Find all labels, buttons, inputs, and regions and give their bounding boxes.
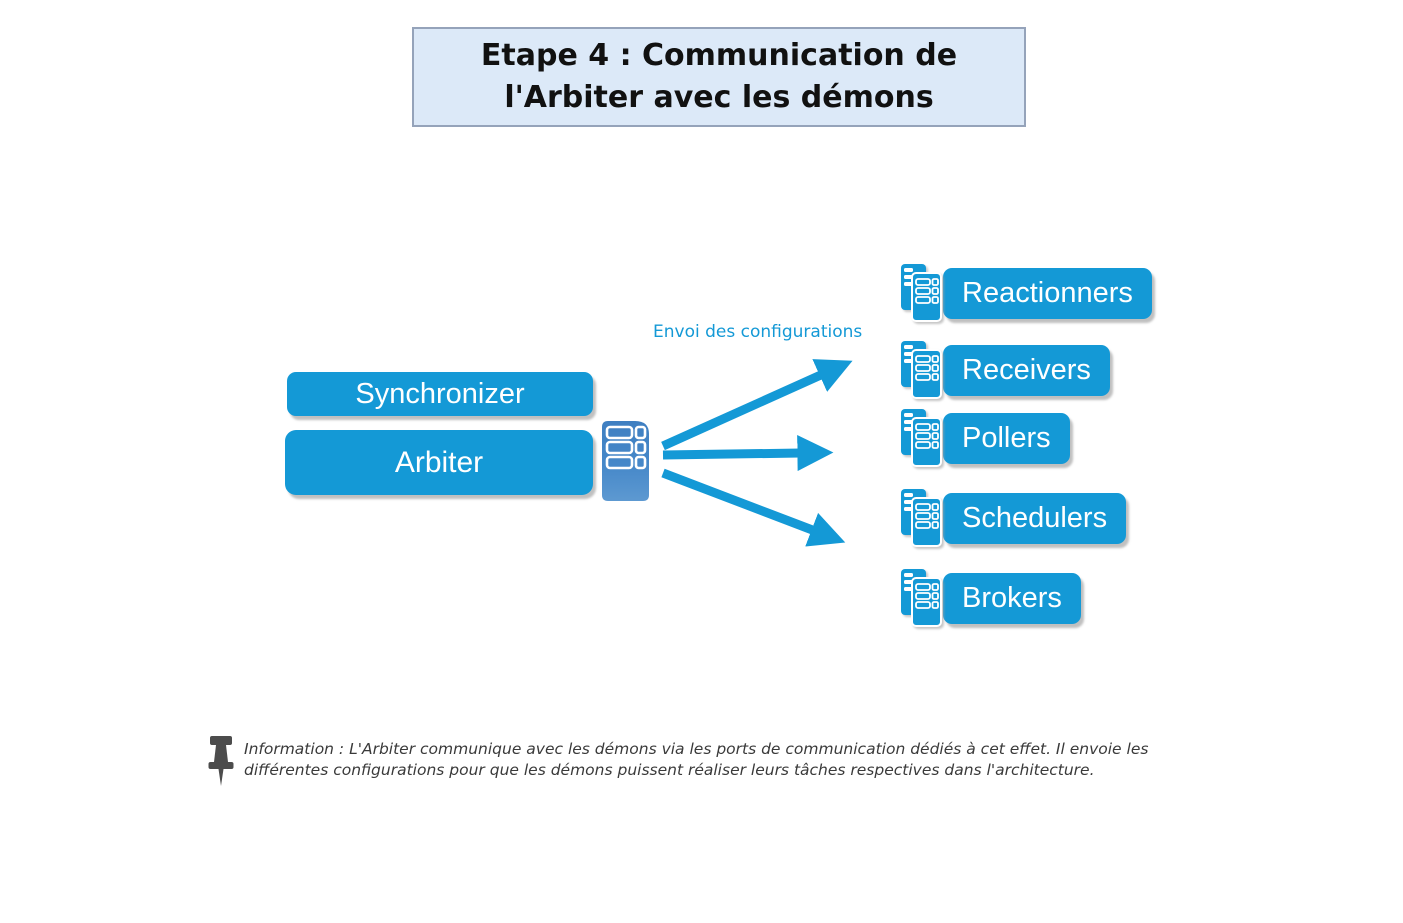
arbiter-box: Arbiter — [285, 430, 593, 495]
server-stack-icon — [901, 489, 942, 547]
tower-server-icon — [602, 421, 649, 501]
daemon-box-reactionners: Reactionners — [943, 268, 1152, 319]
daemon-box-pollers: Pollers — [943, 413, 1070, 464]
daemon-row-pollers: Pollers — [900, 409, 1070, 467]
server-stack-icon — [901, 569, 942, 627]
arrow-to-reactionners-receivers — [661, 359, 853, 451]
info-note: Information : L'Arbiter communique avec … — [244, 739, 1204, 780]
daemon-row-reactionners: Reactionners — [900, 264, 1152, 322]
arrow-label: Envoi des configurations — [653, 322, 863, 342]
diagram-title-box: Etape 4 : Communication de l'Arbiter ave… — [412, 27, 1026, 127]
arrow-to-schedulers-brokers — [661, 468, 846, 547]
arrow-to-pollers — [662, 435, 834, 472]
info-note-line-2: différentes configurations pour que les … — [244, 760, 1095, 779]
diagram-title-line-1: Etape 4 : Communication de — [480, 38, 958, 73]
configuration-arrows — [661, 359, 853, 547]
synchronizer-box: Synchronizer — [287, 372, 593, 416]
diagram-title-line-2: l'Arbiter avec les démons — [504, 80, 934, 115]
daemon-row-schedulers: Schedulers — [900, 489, 1127, 547]
server-stack-icon — [901, 341, 942, 399]
daemon-row-brokers: Brokers — [900, 569, 1081, 627]
push-pin-icon — [208, 736, 234, 786]
info-note-line-1: Information : L'Arbiter communique avec … — [244, 740, 1149, 758]
server-stack-icon — [901, 264, 942, 322]
daemon-row-receivers: Receivers — [900, 341, 1110, 399]
daemon-box-schedulers: Schedulers — [943, 493, 1127, 544]
daemon-box-brokers: Brokers — [943, 573, 1081, 624]
server-stack-icon — [901, 409, 942, 467]
daemon-box-receivers: Receivers — [943, 345, 1110, 396]
